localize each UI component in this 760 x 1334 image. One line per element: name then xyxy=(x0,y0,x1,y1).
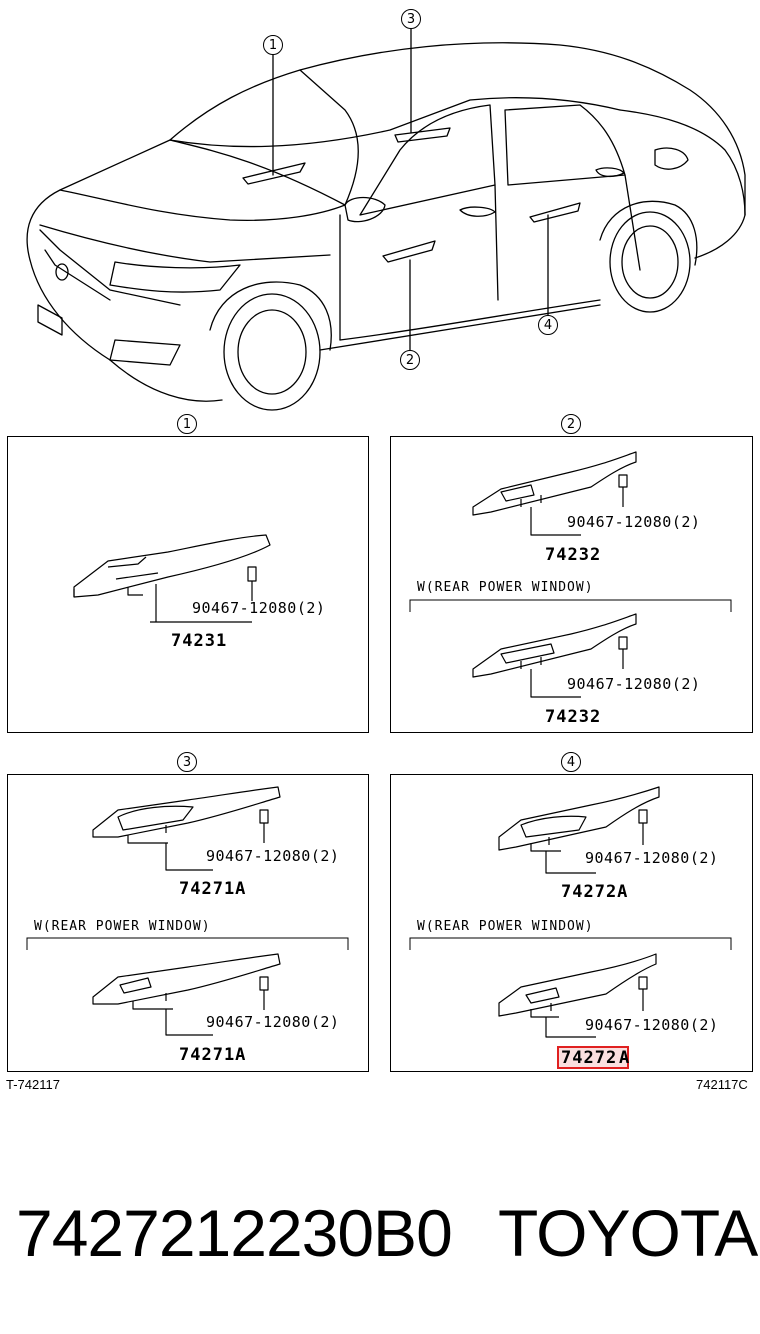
bolt-part-label-b: 90467-12080(2) xyxy=(567,675,701,693)
bolt-part-label: 90467-12080(2) xyxy=(192,599,326,617)
footer-part-number: 7427212230B0 xyxy=(16,1196,453,1270)
main-part-label-a: 74232 xyxy=(545,545,602,565)
bolt-part-label-a: 90467-12080(2) xyxy=(206,847,340,865)
panel-1: 90467-12080(2) 74231 xyxy=(7,436,369,733)
panel-2: 90467-12080(2) 74232 W(REAR POWER WINDOW… xyxy=(390,436,753,733)
variant-bracket xyxy=(26,937,349,950)
main-part-label-b: 74232 xyxy=(545,707,602,727)
panel-1-callout: 1 xyxy=(177,414,197,434)
callout-2-car: 2 xyxy=(400,350,420,370)
main-part-label-b-suffix: A xyxy=(619,1048,631,1068)
ref-code-right: 742117C xyxy=(696,1077,748,1092)
bolt-part-label-b: 90467-12080(2) xyxy=(585,1016,719,1034)
switch-base-74231 xyxy=(73,534,271,623)
bolt-part-label-a: 90467-12080(2) xyxy=(567,513,701,531)
switch-base-74232-b xyxy=(472,613,637,698)
panel-2-callout: 2 xyxy=(561,414,581,434)
switch-base-74271a-a xyxy=(92,786,281,871)
callout-4-car: 4 xyxy=(538,315,558,335)
panel-3-callout: 3 xyxy=(177,752,197,772)
panel-4: 90467-12080(2) 74272A W(REAR POWER WINDO… xyxy=(390,774,753,1072)
variant-bracket xyxy=(409,937,732,950)
car-illustration xyxy=(26,28,746,411)
panel-4-callout: 4 xyxy=(561,752,581,772)
switch-base-74232-a xyxy=(472,451,637,536)
variant-note: W(REAR POWER WINDOW) xyxy=(417,919,594,934)
highlight-box xyxy=(557,1046,629,1069)
panel-3: 90467-12080(2) 74271A W(REAR POWER WINDO… xyxy=(7,774,369,1072)
main-part-label-a: 74271A xyxy=(179,879,247,899)
ref-code-left: T-742117 xyxy=(6,1077,60,1092)
main-part-label: 74231 xyxy=(171,631,228,651)
switch-base-74272a-a xyxy=(498,786,660,874)
main-part-label-b-highlight: 74272 xyxy=(561,1048,618,1068)
main-part-label-a: 74272A xyxy=(561,882,629,902)
bolt-part-label-a: 90467-12080(2) xyxy=(585,849,719,867)
footer-brand: TOYOTA xyxy=(498,1196,758,1270)
switch-base-74272a-b xyxy=(498,953,657,1038)
main-part-label-b: 74271A xyxy=(179,1045,247,1065)
variant-bracket xyxy=(409,599,732,612)
switch-base-74271a-b xyxy=(92,953,281,1036)
bolt-part-label-b: 90467-12080(2) xyxy=(206,1013,340,1031)
variant-note: W(REAR POWER WINDOW) xyxy=(34,919,211,934)
callout-1-car: 1 xyxy=(263,35,283,55)
variant-note: W(REAR POWER WINDOW) xyxy=(417,580,594,595)
callout-3-car: 3 xyxy=(401,9,421,29)
